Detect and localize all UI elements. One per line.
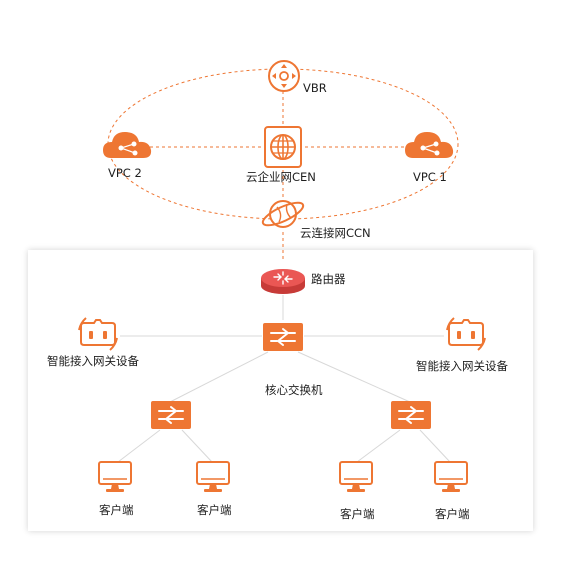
gateway-left-icon: [78, 317, 118, 351]
core-switch-icon: [262, 322, 304, 352]
access-switch-right-icon: [390, 400, 432, 430]
gateway-right-label: 智能接入网关设备: [416, 359, 508, 373]
client-1-label: 客户端: [99, 503, 134, 517]
vpc2-label: VPC 2: [108, 166, 142, 180]
switch-right-client3-link: [356, 429, 401, 463]
switch-left-client2-link: [181, 429, 213, 463]
router-icon: [261, 269, 305, 294]
globe-icon: [264, 126, 302, 168]
client-2-monitor-icon: [196, 461, 230, 493]
planet-icon: [261, 200, 305, 228]
vpc1-cloud-icon: [404, 131, 454, 159]
vpc1-label: VPC 1: [413, 170, 447, 184]
core-switch-label: 核心交换机: [265, 383, 323, 397]
gateway-left-label: 智能接入网关设备: [47, 354, 139, 368]
client-1-monitor-icon: [98, 461, 132, 493]
gateway-right-icon: [446, 317, 486, 351]
client-3-label: 客户端: [340, 507, 375, 521]
vbr-icon: [268, 60, 300, 92]
vbr-label: VBR: [303, 81, 327, 95]
ccn-label: 云连接网CCN: [300, 226, 371, 240]
vpc2-cloud-icon: [102, 131, 152, 159]
core-to-switch-right-link: [297, 351, 411, 403]
client-3-monitor-icon: [339, 461, 373, 493]
core-to-switch-left-link: [169, 351, 269, 403]
switch-left-client1-link: [117, 429, 161, 463]
client-4-monitor-icon: [434, 461, 468, 493]
router-label: 路由器: [311, 272, 346, 286]
access-switch-left-icon: [150, 400, 192, 430]
client-2-label: 客户端: [197, 503, 232, 517]
cen-label: 云企业网CEN: [246, 170, 316, 184]
client-4-label: 客户端: [435, 507, 470, 521]
switch-right-client4-link: [419, 429, 451, 463]
